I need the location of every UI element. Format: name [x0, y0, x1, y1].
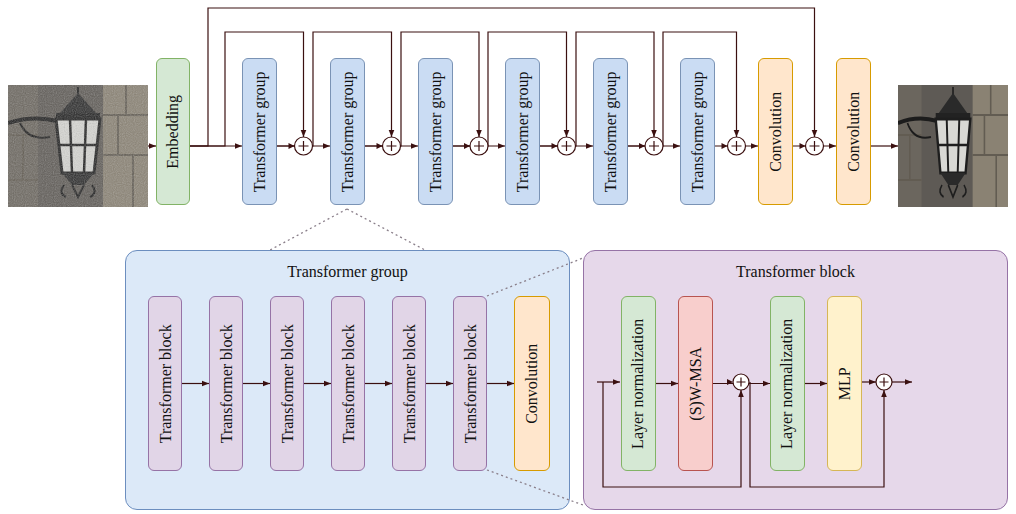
- sum-symbols: [295, 137, 893, 390]
- image-noise: [8, 85, 148, 207]
- zoom-leader-lines: [270, 209, 583, 505]
- connector-arrow: [277, 32, 392, 146]
- layer-box: Transformer group: [330, 58, 365, 205]
- connector-arrow: [453, 32, 567, 146]
- box-label: Transformer group: [602, 71, 620, 192]
- input-wire: [148, 145, 156, 146]
- connector-arrow: [487, 383, 514, 384]
- box-label: Embedding: [164, 95, 182, 169]
- sum-arrowheads: [289, 143, 806, 385]
- box-label: Convolution: [845, 91, 863, 171]
- connector-arrow: [426, 383, 453, 384]
- connector-arrow: [365, 32, 479, 146]
- layer-box: Layer normalization: [770, 296, 805, 471]
- layer-box: Transformer group: [680, 58, 715, 205]
- box-label: MLP: [836, 367, 854, 400]
- residual-wire: [603, 382, 741, 487]
- box-label: Layer normalization: [630, 318, 648, 448]
- connector-arrow: [304, 383, 331, 384]
- layer-box: Transformer block: [331, 296, 365, 471]
- layer-box: MLP: [827, 296, 862, 471]
- layer-box: Convolution: [758, 58, 793, 205]
- box-label: Transformer block: [339, 324, 357, 443]
- panel-title: Transformer block: [584, 263, 1007, 281]
- layer-box: Convolution: [836, 58, 871, 205]
- panel-container: Transformer blockLayer normalization (S)W…: [583, 250, 1008, 510]
- layer-box: Transformer group: [418, 58, 453, 205]
- connector-arrow: [365, 383, 392, 384]
- box-label: Transformer block: [400, 324, 418, 443]
- layer-box: (S)W-MSA: [678, 296, 713, 471]
- box-label: Transformer group: [514, 71, 532, 192]
- box-label: Transformer group: [251, 71, 269, 192]
- panel-title: Transformer group: [126, 263, 569, 281]
- output-image: [898, 85, 1008, 207]
- layer-box: Transformer group: [242, 58, 277, 205]
- box-label: Layer normalization: [779, 318, 797, 448]
- layer-box: Transformer group: [593, 58, 628, 205]
- box-label: Transformer block: [278, 324, 296, 443]
- connector-arrow: [805, 383, 827, 384]
- block-output-wire: [892, 381, 912, 382]
- connector-arrow: [540, 32, 654, 146]
- box-label: Transformer group: [339, 71, 357, 192]
- layer-box: Embedding: [156, 58, 190, 205]
- layer-box: Convolution: [514, 296, 550, 471]
- layer-box: Transformer block: [148, 296, 182, 471]
- box-label: Transformer block: [217, 324, 235, 443]
- layer-box: Transformer block: [392, 296, 426, 471]
- sum-wire: [861, 381, 876, 382]
- panel-container: Transformer groupTransformer block Transf…: [125, 250, 570, 510]
- box-label: (S)W-MSA: [687, 347, 705, 421]
- layer-box: Layer normalization: [621, 296, 656, 471]
- layer-box: Transformer block: [209, 296, 243, 471]
- layer-box: Transformer group: [505, 58, 540, 205]
- layer-box: Transformer block: [453, 296, 487, 471]
- connector-arrow: [628, 32, 737, 146]
- connector-arrow: [190, 32, 304, 146]
- layer-box: Transformer block: [270, 296, 304, 471]
- connector-arrow: [182, 383, 209, 384]
- residual-wire: [750, 382, 884, 487]
- output-wire: [871, 145, 898, 146]
- connector-arrow: [243, 383, 270, 384]
- box-label: Transformer group: [427, 71, 445, 192]
- box-label: Transformer group: [689, 71, 707, 192]
- box-label: Convolution: [767, 91, 785, 171]
- connector-arrow: [190, 8, 815, 146]
- box-label: Transformer block: [461, 324, 479, 443]
- input-image: [8, 85, 148, 207]
- connector-arrow: [656, 383, 678, 384]
- box-label: Convolution: [523, 343, 541, 423]
- block-input-wire: [597, 381, 620, 382]
- box-label: Transformer block: [156, 324, 174, 443]
